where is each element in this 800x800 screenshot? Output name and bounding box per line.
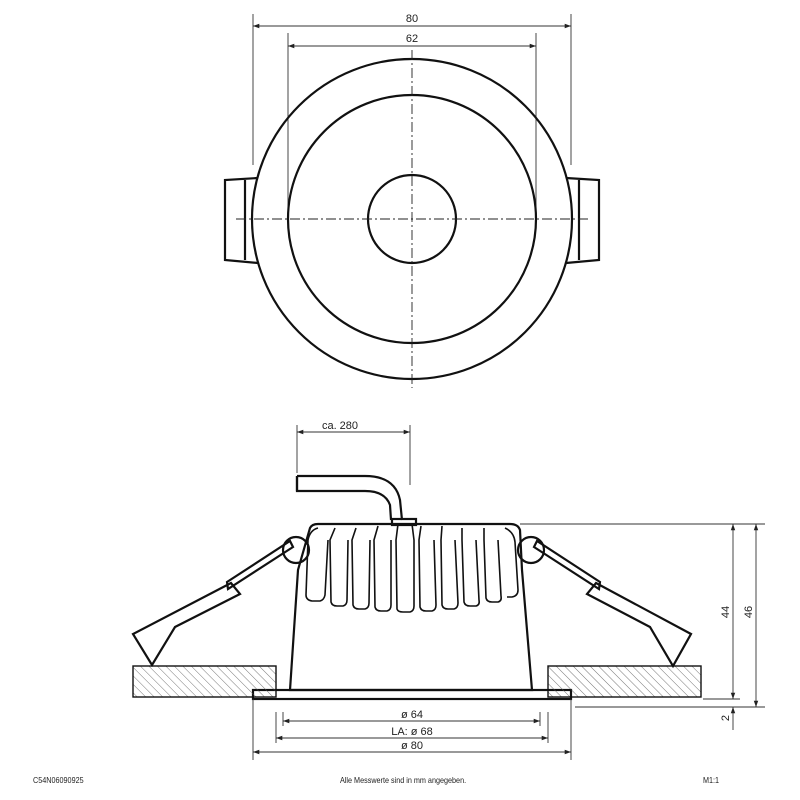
label-44: 44 <box>720 606 732 618</box>
label-2: 2 <box>720 715 732 721</box>
scale-label: M1:1 <box>703 775 720 785</box>
spring-right <box>516 535 693 669</box>
article-number: C54N06090925 <box>33 775 84 785</box>
label-62: 62 <box>406 33 418 45</box>
side-view <box>131 425 765 760</box>
label-46: 46 <box>743 606 755 618</box>
spring-left <box>131 535 311 668</box>
spring-clip-right <box>565 176 601 265</box>
spring-clip-left <box>223 176 259 265</box>
label-cutout: LA: ø 68 <box>391 726 433 738</box>
label-80: 80 <box>406 13 418 25</box>
label-cable: ca. 280 <box>322 420 358 432</box>
ceiling-left <box>132 665 277 698</box>
label-d80: ø 80 <box>401 740 423 752</box>
label-d64: ø 64 <box>401 709 423 721</box>
ceiling-right <box>547 665 702 698</box>
measurement-note: Alle Messwerte sind in mm angegeben. <box>340 775 467 785</box>
cable <box>297 474 404 521</box>
top-view <box>223 14 601 388</box>
flange <box>251 688 573 701</box>
heat-sink <box>288 517 534 692</box>
